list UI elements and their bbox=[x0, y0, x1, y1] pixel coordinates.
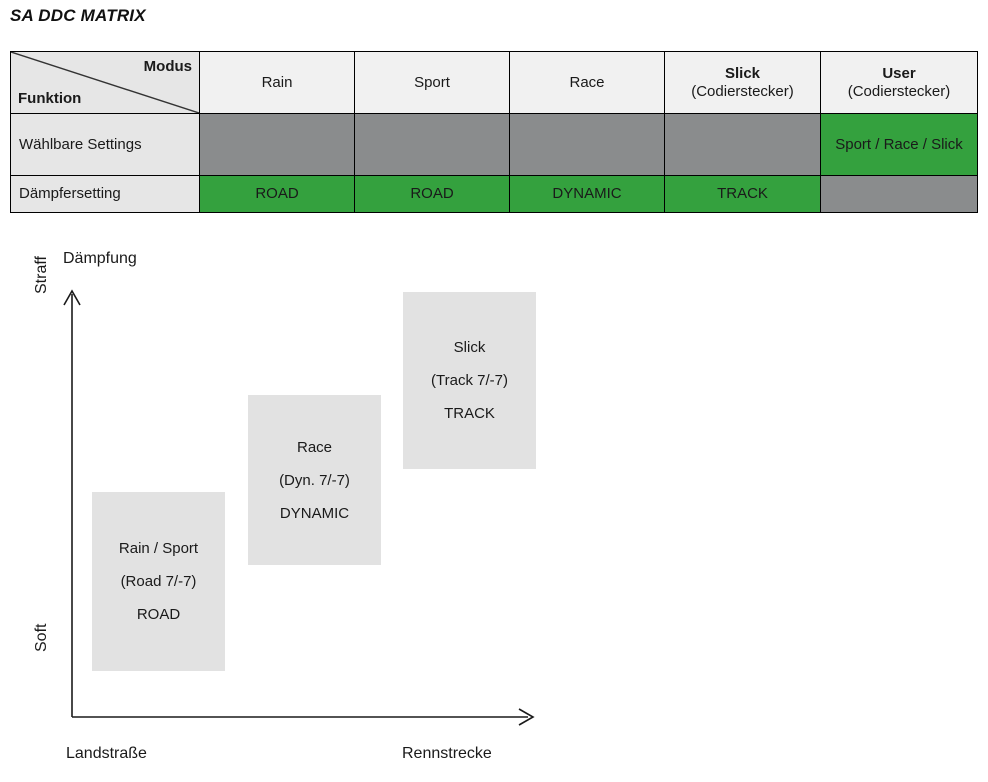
chart-box-race: Race (Dyn. 7/-7) DYNAMIC bbox=[248, 395, 381, 565]
column-header-race-label: Race bbox=[569, 73, 605, 91]
cell-settings-race bbox=[509, 113, 665, 176]
diagonal-divider-icon bbox=[11, 52, 199, 113]
column-header-slick-sublabel: (Codierstecker) bbox=[691, 82, 794, 100]
chart-box-slick: Slick (Track 7/-7) TRACK bbox=[403, 292, 536, 469]
column-header-rain-label: Rain bbox=[261, 73, 293, 91]
page-title: SA DDC MATRIX bbox=[10, 6, 146, 25]
chart-box-slick-damper: TRACK bbox=[444, 405, 495, 422]
damping-chart: Dämpfung Straff Soft Landstraße Rennstre… bbox=[0, 232, 988, 782]
y-axis-arrow-icon bbox=[63, 289, 81, 306]
column-header-race: Race bbox=[509, 51, 665, 114]
corner-column-header: Modus bbox=[143, 58, 192, 75]
column-header-slick-label: Slick bbox=[724, 64, 761, 82]
chart-box-race-setting: (Dyn. 7/-7) bbox=[279, 471, 350, 489]
cell-damper-slick: TRACK bbox=[664, 175, 821, 213]
chart-box-rain-sport-setting: (Road 7/-7) bbox=[120, 573, 197, 590]
cell-damper-user bbox=[820, 175, 978, 213]
corner-row-header: Funktion bbox=[18, 90, 82, 108]
table-header-row: Modus Funktion Rain Sport Race Slick (Co… bbox=[10, 51, 978, 114]
cell-settings-sport bbox=[354, 113, 510, 176]
column-header-user: User (Codierstecker) bbox=[820, 51, 978, 114]
chart-axes bbox=[63, 289, 535, 726]
x-axis-arrow-icon bbox=[518, 708, 535, 726]
chart-box-slick-setting: (Track 7/-7) bbox=[431, 372, 508, 389]
corner-header-cell: Modus Funktion bbox=[10, 51, 200, 114]
x-axis-tick-landstrasse: Landstraße bbox=[66, 745, 147, 762]
column-header-rain: Rain bbox=[199, 51, 355, 114]
y-axis-title: Dämpfung bbox=[63, 250, 137, 267]
column-header-sport-label: Sport bbox=[414, 73, 450, 91]
cell-settings-user: Sport / Race / Slick bbox=[820, 113, 978, 176]
chart-box-race-mode: Race bbox=[296, 438, 333, 456]
column-header-user-label: User bbox=[882, 64, 916, 82]
cell-damper-sport: ROAD bbox=[354, 175, 510, 213]
y-axis-tick-soft: Soft bbox=[33, 623, 50, 652]
cell-settings-rain bbox=[199, 113, 355, 176]
cell-damper-rain: ROAD bbox=[199, 175, 355, 213]
chart-box-rain-sport-mode: Rain / Sport bbox=[118, 540, 199, 557]
chart-box-rain-sport: Rain / Sport (Road 7/-7) ROAD bbox=[92, 492, 225, 671]
chart-box-slick-mode: Slick bbox=[453, 339, 486, 356]
cell-damper-race: DYNAMIC bbox=[509, 175, 665, 213]
cell-settings-slick bbox=[664, 113, 821, 176]
row-header-daempfersetting: Dämpfersetting bbox=[10, 175, 200, 213]
column-header-user-sublabel: (Codierstecker) bbox=[847, 82, 951, 100]
row-header-waehlbare-settings: Wählbare Settings bbox=[10, 113, 200, 176]
x-axis-tick-rennstrecke: Rennstrecke bbox=[402, 745, 492, 762]
column-header-slick: Slick (Codierstecker) bbox=[664, 51, 821, 114]
ddc-matrix-table: Modus Funktion Rain Sport Race Slick (Co… bbox=[10, 51, 978, 213]
column-header-sport: Sport bbox=[354, 51, 510, 114]
y-axis-tick-straff: Straff bbox=[33, 256, 50, 294]
chart-box-rain-sport-damper: ROAD bbox=[136, 606, 181, 623]
chart-box-race-damper: DYNAMIC bbox=[279, 504, 350, 522]
table-row: Dämpfersetting ROAD ROAD DYNAMIC TRACK bbox=[10, 175, 978, 213]
table-row: Wählbare Settings Sport / Race / Slick bbox=[10, 113, 978, 176]
